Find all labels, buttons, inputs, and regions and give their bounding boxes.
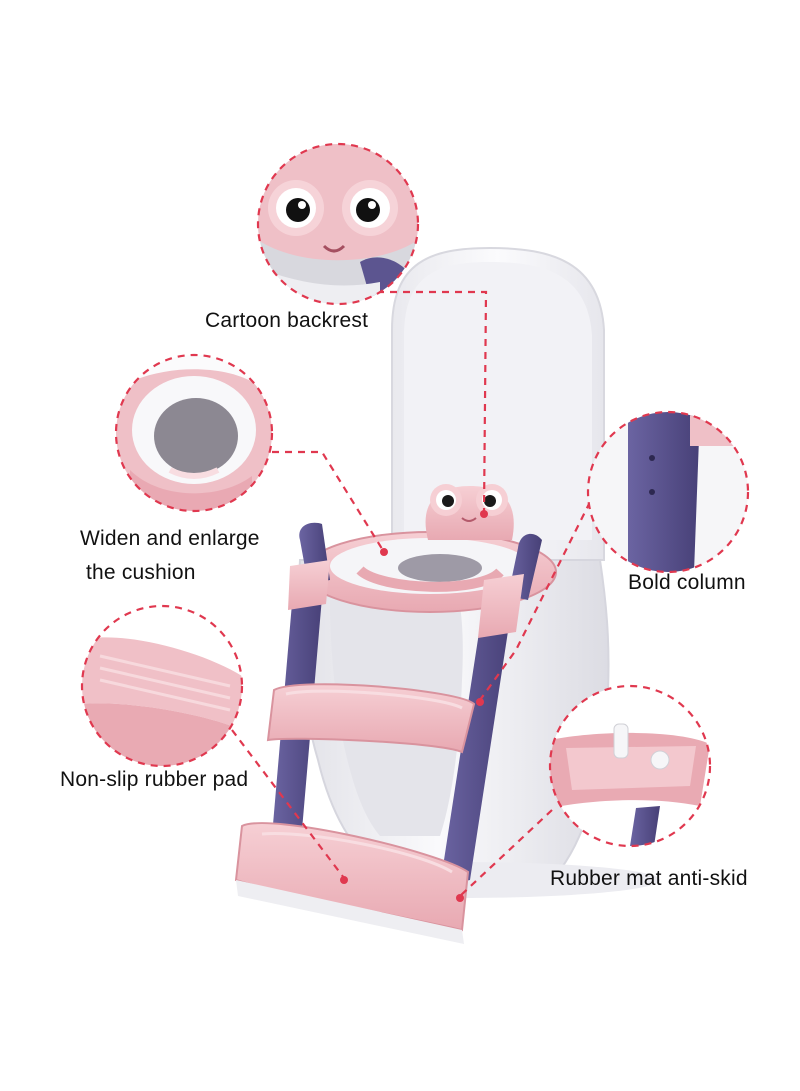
label-cartoon-backrest: Cartoon backrest [205, 309, 369, 332]
step-ladder [234, 522, 542, 944]
zoom-circle-mat [548, 684, 712, 848]
label-cushion-line2: the cushion [86, 561, 196, 584]
label-cushion-line1: Widen and enlarge [80, 527, 260, 550]
callout-dots [340, 510, 488, 902]
label-bold-column: Bold column [628, 571, 746, 594]
label-non-slip-pad: Non-slip rubber pad [60, 768, 249, 791]
zoom-circle-pad [80, 604, 244, 768]
frog-backrest [425, 484, 514, 540]
zoom-circle-column [586, 410, 750, 574]
label-rubber-mat: Rubber mat anti-skid [550, 867, 748, 890]
zoom-circle-cushion [114, 353, 274, 513]
callout-lines [231, 290, 591, 897]
zoom-circle-backrest [256, 142, 420, 306]
